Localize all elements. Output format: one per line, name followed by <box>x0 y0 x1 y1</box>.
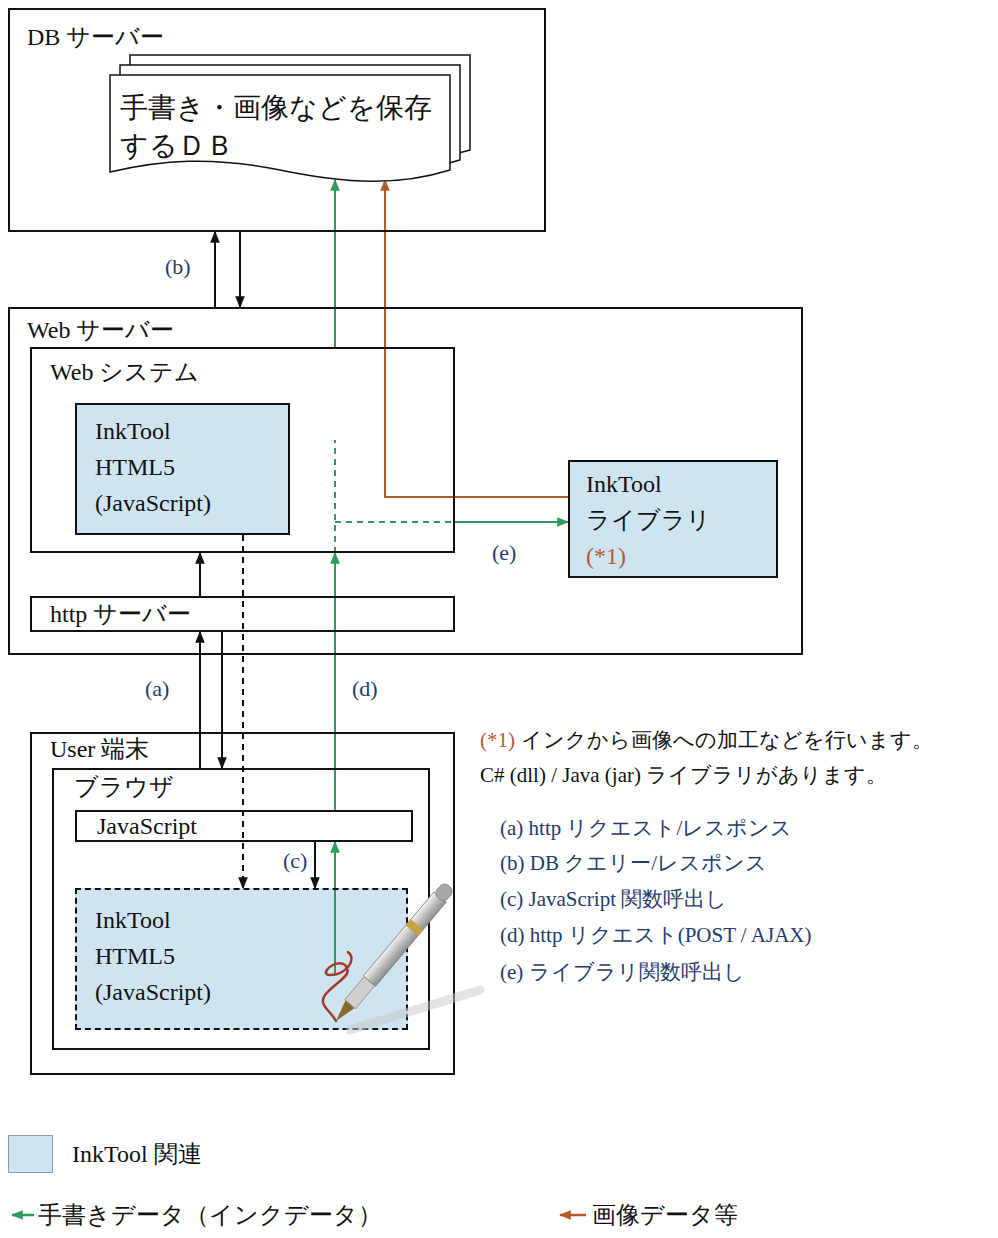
legend-list-item: (a) http リクエスト/レスポンス <box>500 815 792 841</box>
server-box: Web サーバー Web システム InkTool HTML5 (JavaScrip… <box>8 307 803 655</box>
module-text: InkTool HTML5 (JavaScript) <box>95 413 245 521</box>
connector-arrow <box>385 180 568 497</box>
legend-list-item: (b) DB クエリー/レスポンス <box>500 850 767 876</box>
browser-box: ブラウザ JavaScriptInkTool HTML5 (JavaScript) <box>52 768 430 1050</box>
connector-arrow <box>239 232 241 307</box>
legend-list-item: (e) ライブラリ関数呼出し <box>500 959 745 985</box>
database-document: 手書き・画像などを保存 するＤＢ <box>110 75 450 180</box>
footnote-text: インクから画像への加工などを行います。 <box>521 727 933 753</box>
system-title: Web システム <box>50 357 435 387</box>
legend-ink-arrow <box>12 1214 34 1217</box>
connector-arrow <box>334 180 336 347</box>
connector-arrow <box>242 535 244 888</box>
ink-flow-dashed <box>335 521 455 523</box>
legend-list-item: (d) http リクエスト(POST / AJAX) <box>500 922 811 948</box>
connector-arrow <box>221 632 223 768</box>
connector-arrow <box>334 553 336 810</box>
legend-list-item: (c) JavaScript 関数呼出し <box>500 886 727 912</box>
bar-text: http サーバー <box>50 599 435 629</box>
connector-arrow <box>455 521 568 523</box>
legend-swatch <box>8 1135 53 1173</box>
browser-title: ブラウザ <box>74 772 408 802</box>
module-text: InkTool HTML5 (JavaScript) <box>95 902 245 1010</box>
inktool-module: InkTool HTML5 (JavaScript) <box>75 403 290 535</box>
library-box: InkTool ライブラリ(*1) <box>568 460 778 578</box>
legend-text: 画像データ等 <box>592 1200 738 1230</box>
connector-label: (a) <box>143 676 171 702</box>
legend-image-arrow <box>560 1214 586 1217</box>
legend-text: InkTool 関連 <box>72 1139 202 1169</box>
http-server-bar: http サーバー <box>30 596 455 632</box>
connector-label: (d) <box>350 676 380 702</box>
document-stack-shape <box>110 75 450 180</box>
server-box: DB サーバー手書き・画像などを保存 するＤＢ <box>8 8 546 232</box>
connector-arrow <box>199 632 201 768</box>
server-title: Web サーバー <box>27 315 784 345</box>
connector-label: (e) <box>490 540 518 566</box>
script-bar: JavaScript <box>75 810 413 842</box>
connector-label: (b) <box>163 254 193 280</box>
document-page <box>110 75 450 181</box>
terminal-title: User 端末 <box>50 734 435 764</box>
terminal-box: User 端末ブラウザ JavaScriptInkTool HTML5 (Java… <box>30 732 455 1075</box>
library-text: InkTool ライブラリ <box>586 466 760 538</box>
inktool-module: InkTool HTML5 (JavaScript) <box>75 888 408 1030</box>
server-title: DB サーバー <box>27 22 527 52</box>
system-box: Web システム InkTool HTML5 (JavaScript) <box>30 347 455 553</box>
connector-arrow <box>334 842 336 888</box>
footnote-mark: (*1) <box>586 538 760 574</box>
bar-text: JavaScript <box>97 812 391 840</box>
legend-text: 手書きデータ（インクデータ） <box>38 1200 382 1230</box>
database-text: 手書き・画像などを保存 するＤＢ <box>120 89 440 165</box>
ink-flow-dashed <box>334 440 336 553</box>
connector-label: (c) <box>281 848 309 874</box>
connector-arrow <box>199 553 201 596</box>
connector-arrow <box>314 842 316 888</box>
footnote-mark: (*1) <box>480 727 515 753</box>
footnote-text: C# (dll) / Java (jar) ライブラリがあります。 <box>480 762 887 788</box>
connector-arrow <box>214 232 216 307</box>
